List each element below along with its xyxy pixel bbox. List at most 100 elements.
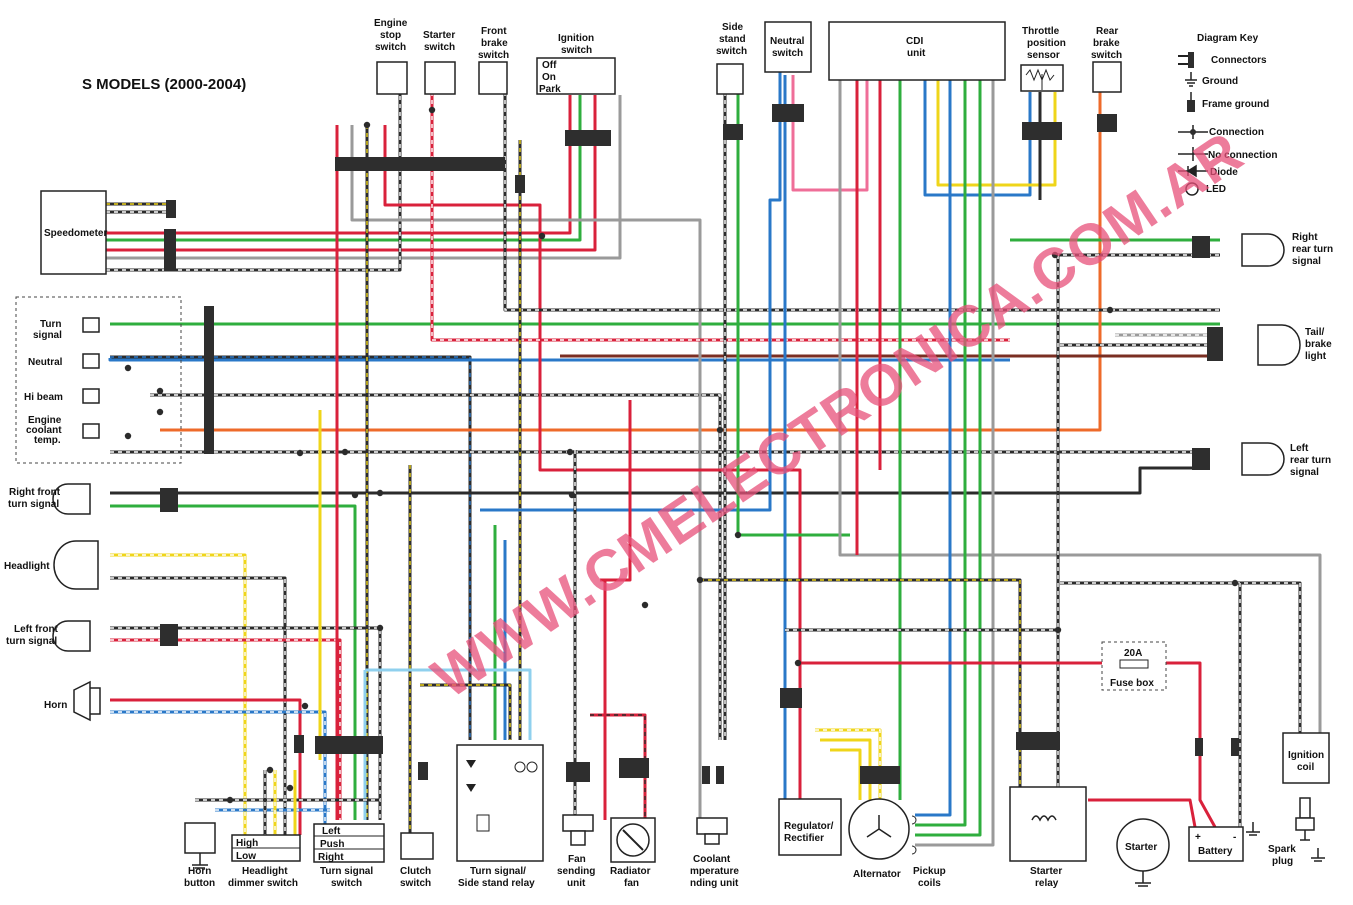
connection-dot <box>286 784 294 792</box>
wire-black-stripe <box>1060 582 1301 733</box>
connection-dot <box>351 491 359 499</box>
key-diode: Diode <box>1210 167 1238 178</box>
side-stand-connector <box>723 124 743 140</box>
fuse-box-label: Fuse box <box>1110 678 1154 689</box>
ignition-coil-label-1: Ignition <box>1288 750 1324 761</box>
dimmer-low: Low <box>236 851 256 862</box>
dimmer-high: High <box>236 838 258 849</box>
rear-brake-label-3: switch <box>1091 50 1122 61</box>
side-stand-label-1: Side <box>722 22 744 33</box>
key-frame-ground: Frame ground <box>1202 99 1269 110</box>
wire-black-stripe <box>110 356 471 740</box>
radiator-fan: Radiator fan <box>610 817 656 889</box>
side-stand-label-2: stand <box>719 34 746 45</box>
wire-green <box>110 504 357 820</box>
connection-dot <box>341 448 349 456</box>
key-ground: Ground <box>1202 76 1238 87</box>
wire-green <box>915 80 967 827</box>
key-heading: Diagram Key <box>1197 33 1259 44</box>
tail-label-3: light <box>1305 351 1327 362</box>
rr-turn-label-3: signal <box>1292 256 1321 267</box>
clutch-switch: Clutch switch <box>400 832 434 889</box>
fuse-value: 20A <box>1124 648 1142 659</box>
wire-black <box>106 92 402 272</box>
lf-turn-label-1: Left front <box>14 624 59 635</box>
horn-connector <box>294 735 304 753</box>
instrument-connector <box>204 306 214 454</box>
neutral-switch-label-2: switch <box>772 48 803 59</box>
regulator-label-2: Rectifier <box>784 833 824 844</box>
coolant-sending-label-1: Coolant <box>693 854 731 865</box>
wire-red-stripe <box>431 92 1010 341</box>
wire-layer <box>106 70 1322 847</box>
connection-dot <box>1054 626 1062 634</box>
spark-plug-label-2: plug <box>1272 856 1293 867</box>
wire-red <box>106 95 597 252</box>
lf-turn-label-2: turn signal <box>6 636 57 647</box>
horn-button-label-2: button <box>184 878 215 889</box>
connection-dot <box>156 387 164 395</box>
pickup-label-1: Pickup <box>913 866 946 877</box>
headlight-dimmer-switch: High Low Headlight dimmer switch <box>228 834 301 889</box>
headlight: Headlight <box>4 540 99 590</box>
right-rear-connector <box>1192 236 1210 258</box>
wire-green <box>915 80 982 837</box>
connection-dot <box>301 702 309 710</box>
ignition-row-off: Off <box>542 60 557 71</box>
wire-blue <box>915 80 952 817</box>
cdi-label-1: CDI <box>906 36 923 47</box>
turn-switch-label-1: Turn signal <box>320 866 373 877</box>
speedometer-label: Speedometer <box>44 228 107 239</box>
coolant-connector-b <box>716 766 724 784</box>
radiator-fan-label-2: fan <box>624 878 639 889</box>
clutch-label-1: Clutch <box>400 866 431 877</box>
wire-red-stripe <box>590 714 646 820</box>
alternator-connector <box>860 766 900 784</box>
lr-turn-label-3: signal <box>1290 467 1319 478</box>
horn-label: Horn <box>44 700 67 711</box>
connection-dot <box>363 121 371 129</box>
key-led: LED <box>1206 184 1226 195</box>
wire-grey <box>915 80 995 847</box>
front-brake-label-2: brake <box>481 38 508 49</box>
starter-switch: Starter switch <box>423 30 456 95</box>
connection-dot <box>296 449 304 457</box>
wire-black-stripe <box>110 627 381 820</box>
side-stand-switch: Side stand switch <box>716 22 747 95</box>
connection-dot <box>1106 306 1114 314</box>
right-rear-turn-signal: Right rear turn signal <box>1241 232 1333 267</box>
coolant-temp-indicator: Engine coolant temp. <box>26 415 100 446</box>
rear-brake-connector <box>1097 114 1117 132</box>
alternator-label: Alternator <box>853 869 901 880</box>
fan-sending-label-1: Fan <box>568 854 586 865</box>
wire-red <box>800 661 1217 828</box>
engine-stop-label-1: Engine <box>374 18 408 29</box>
connection-dot <box>794 659 802 667</box>
connection-dot <box>124 364 132 372</box>
left-rear-connector <box>1192 448 1210 470</box>
pickup-label-2: coils <box>918 878 941 889</box>
starter-relay-label-1: Starter <box>1030 866 1062 877</box>
lr-turn-label-2: rear turn <box>1290 455 1331 466</box>
horn-button-label-1: Horn <box>188 866 211 877</box>
rf-turn-label-2: turn signal <box>8 499 59 510</box>
starter-label: Starter <box>1125 842 1157 853</box>
turn-signal-indicator: Turn signal <box>33 317 100 341</box>
rear-brake-label-1: Rear <box>1096 26 1118 37</box>
coolant-connector-a <box>702 766 710 784</box>
connection-dot <box>734 531 742 539</box>
hi-beam-indicator: Hi beam <box>24 388 100 404</box>
instrument-panel-outline <box>15 296 182 464</box>
ignition-label-1: Ignition <box>558 33 594 44</box>
wire-yellow <box>830 748 862 800</box>
key-connectors: Connectors <box>1211 55 1267 66</box>
connection-dot <box>716 426 724 434</box>
coolant-sending-label-2: mperature <box>690 866 739 877</box>
ignition-coil-label-2: coil <box>1297 762 1314 773</box>
handlebar-connector <box>315 736 383 754</box>
spark-plug-label-1: Spark <box>1268 844 1296 855</box>
wire-blue <box>108 358 1010 362</box>
starter-relay: Starter relay <box>1009 786 1087 889</box>
spark-plug: Spark plug <box>1268 797 1315 867</box>
